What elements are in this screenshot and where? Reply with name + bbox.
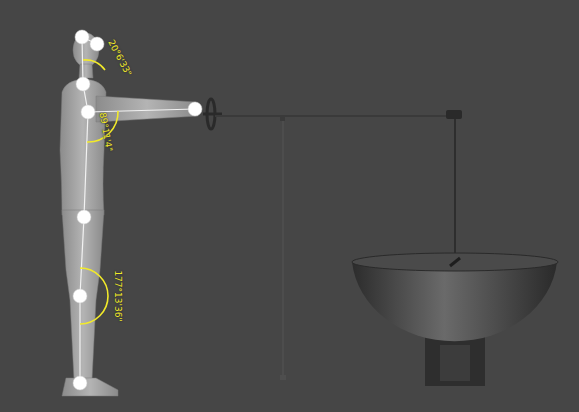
feet [62,378,118,396]
joint-dots [73,30,202,390]
angle-arcs [80,60,118,324]
joint-dot [73,376,87,390]
vertical-rod [454,119,456,262]
pull-string [283,121,284,375]
bowl-pedestal-detail [440,345,470,381]
joint-dot [76,77,90,91]
angle-arc [83,60,105,70]
joint-dot [77,210,91,224]
joint-dot [81,105,95,119]
apparatus [203,99,462,380]
bowl-clip [450,258,460,266]
neck [79,64,93,78]
joint-dot [188,102,202,116]
string-weight [280,375,286,380]
joint-dot [73,289,87,303]
rod-cap [446,110,462,119]
angle-label: 20°6'33" [106,38,133,78]
arm-line [88,109,195,112]
rod [215,115,450,117]
bowl-body [352,262,557,341]
bowl [352,253,558,386]
human-figure [60,33,198,396]
angle-label: 177°13'36" [113,270,123,321]
joint-dot [75,30,89,44]
joint-dot [90,37,104,51]
bowl-rim [352,253,558,271]
skeleton-lines [80,37,195,383]
rod-clamp [280,116,285,121]
